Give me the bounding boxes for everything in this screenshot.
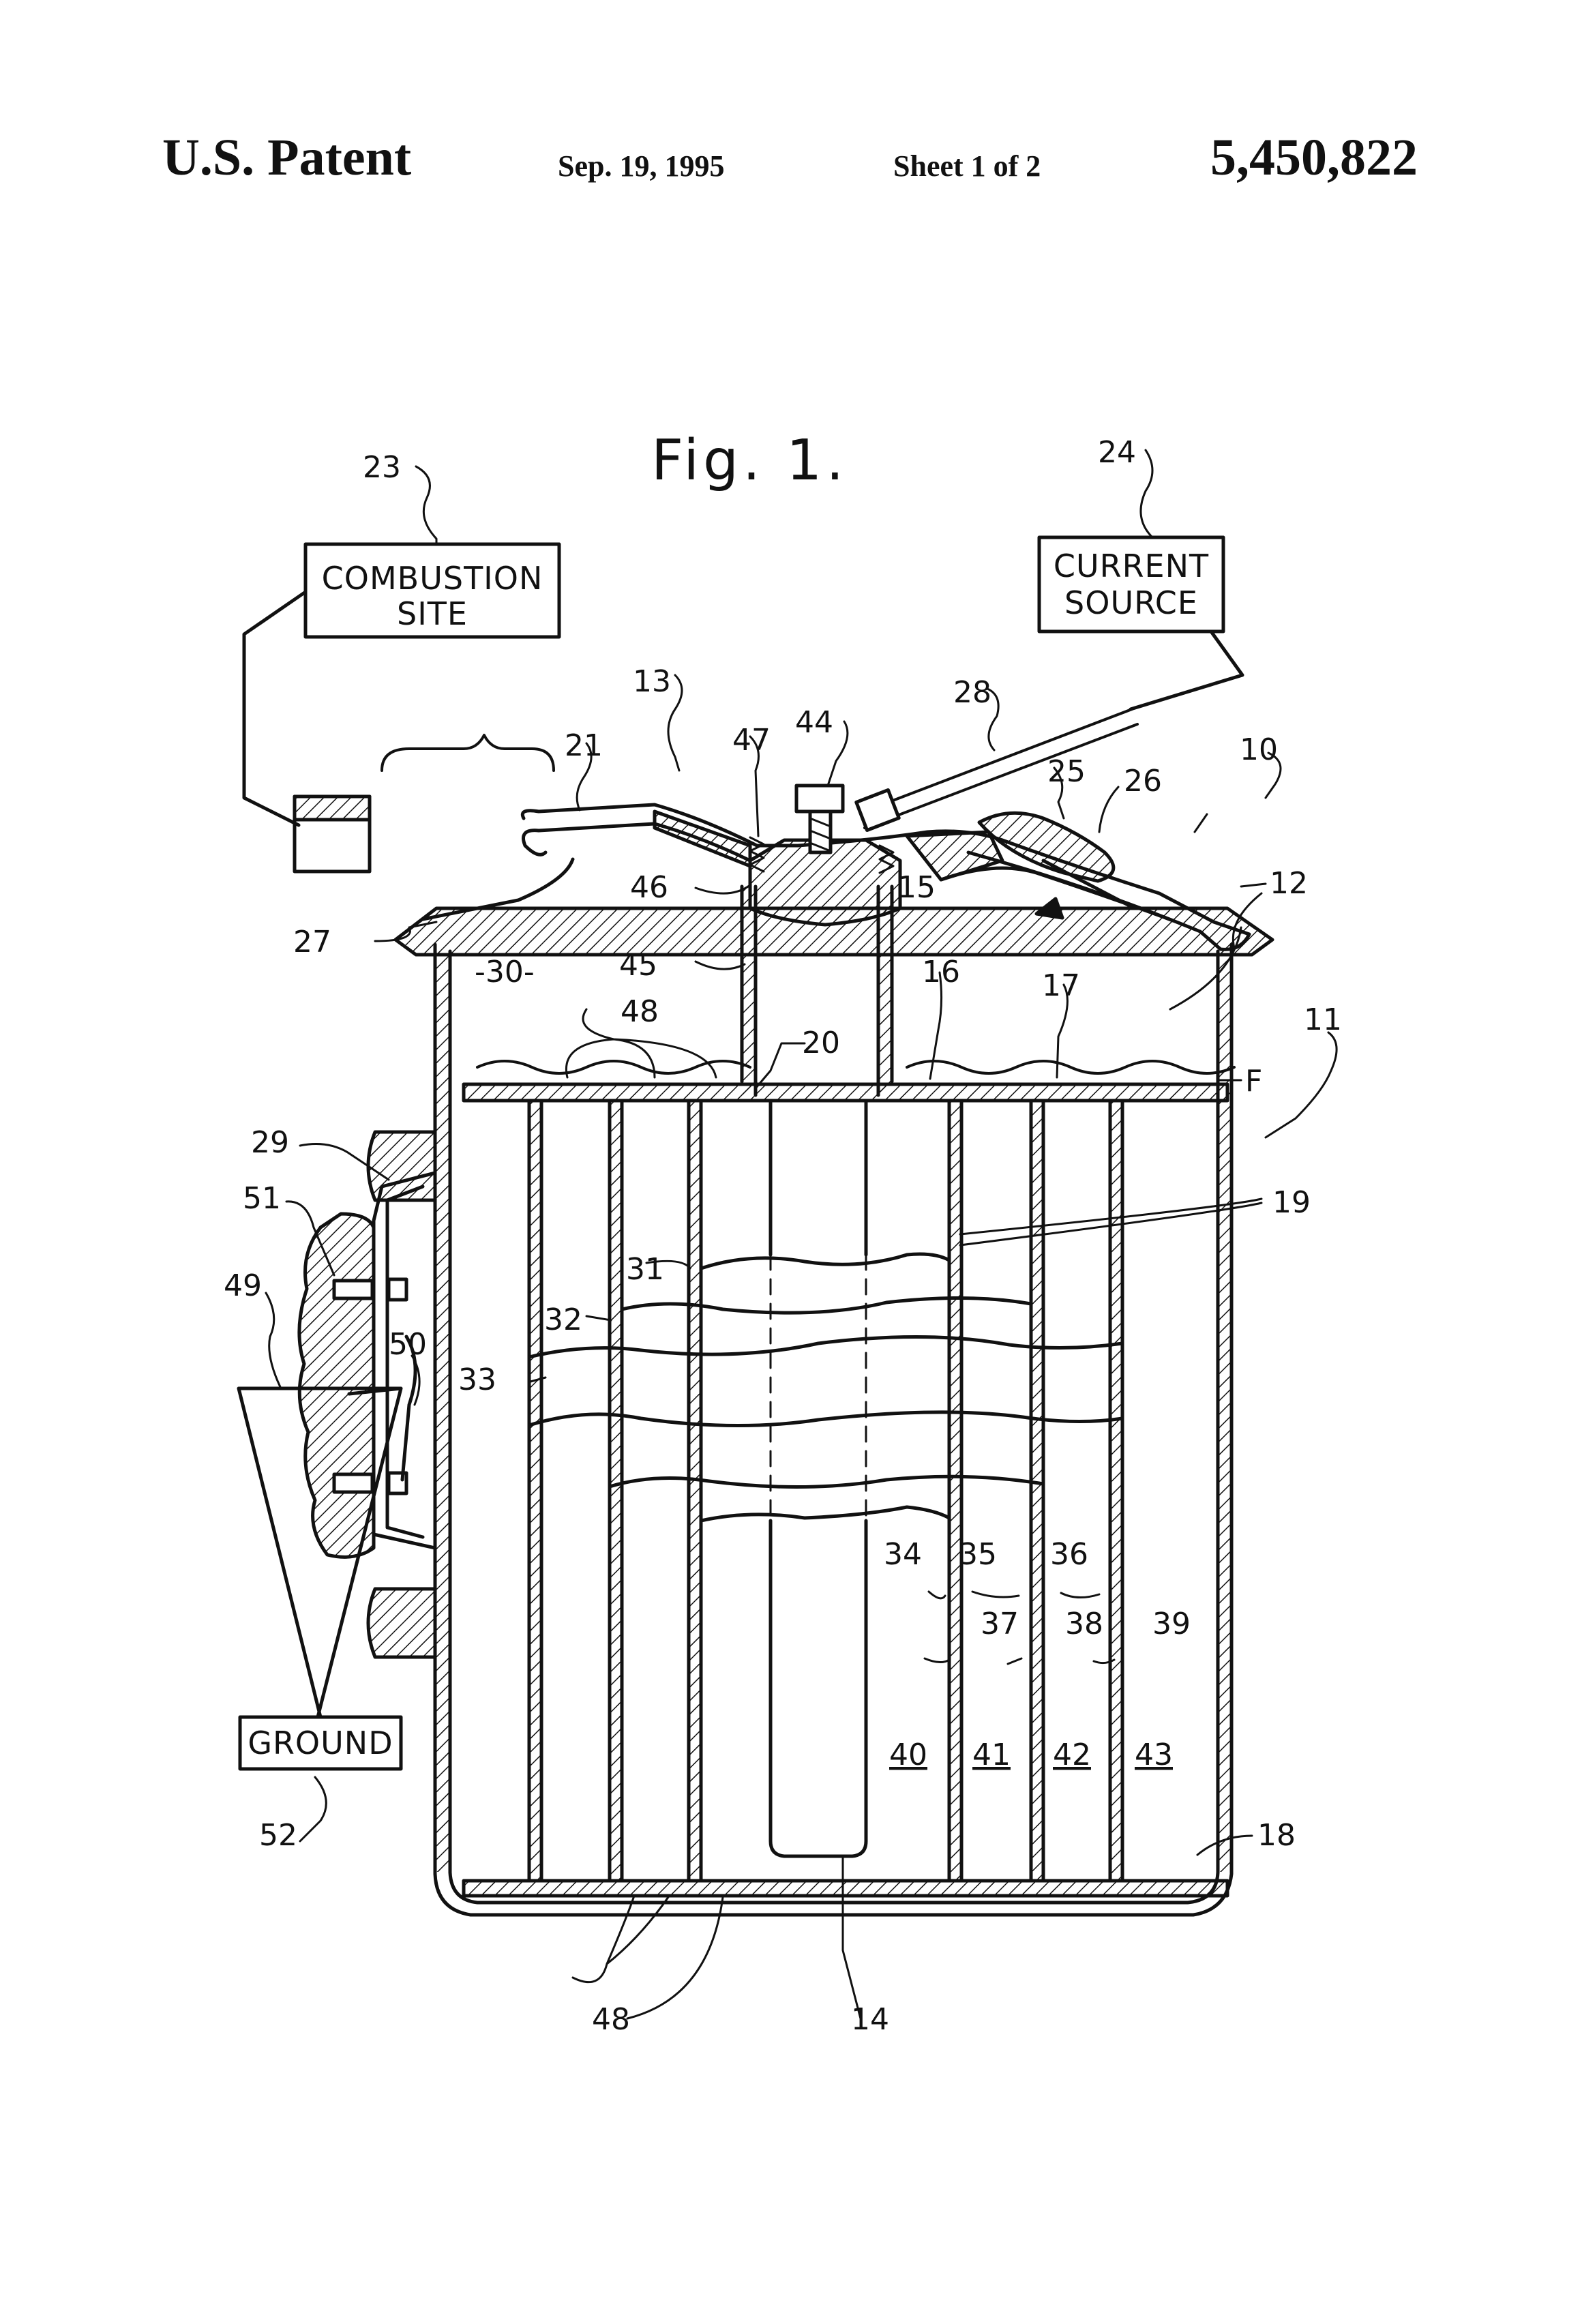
ground-label: GROUND bbox=[248, 1725, 393, 1761]
bolt-44 bbox=[796, 786, 843, 811]
electrode-walls bbox=[529, 1101, 1122, 1881]
ref-15: 15 bbox=[897, 870, 936, 905]
ref-F: F bbox=[1245, 1064, 1262, 1099]
ref-27: 27 bbox=[293, 925, 331, 959]
ref-23: 23 bbox=[363, 450, 401, 485]
wall-49 bbox=[299, 1214, 374, 1557]
center-electrode bbox=[771, 1101, 866, 1856]
ref-21: 21 bbox=[565, 728, 603, 763]
ref-49: 49 bbox=[224, 1268, 262, 1303]
ref-36: 36 bbox=[1050, 1537, 1088, 1572]
ref-39: 39 bbox=[1152, 1607, 1191, 1641]
ref-45: 45 bbox=[619, 948, 657, 983]
ref-17: 17 bbox=[1042, 968, 1080, 1003]
ref-30: -30- bbox=[475, 955, 535, 989]
vent-25 bbox=[979, 813, 1114, 881]
electrolyte-surface bbox=[477, 1061, 1234, 1073]
ref-29: 29 bbox=[251, 1125, 289, 1160]
ref-19: 19 bbox=[1272, 1185, 1311, 1220]
ref-40: 40 bbox=[889, 1738, 927, 1772]
ref-16: 16 bbox=[922, 955, 960, 989]
ref-37: 37 bbox=[981, 1607, 1019, 1641]
insulator-top bbox=[368, 1132, 435, 1200]
ref-44: 44 bbox=[795, 705, 833, 740]
ref-14: 14 bbox=[851, 2002, 889, 2037]
ref-20: 20 bbox=[802, 1026, 840, 1060]
ref-10: 10 bbox=[1240, 732, 1278, 767]
ref-18: 18 bbox=[1257, 1818, 1296, 1853]
ref-31: 31 bbox=[626, 1252, 664, 1287]
ref-46: 46 bbox=[630, 870, 668, 905]
ref-12: 12 bbox=[1270, 866, 1308, 901]
ref-38: 38 bbox=[1065, 1607, 1103, 1641]
ref-24: 24 bbox=[1098, 435, 1136, 470]
ref-48-top: 48 bbox=[621, 994, 659, 1029]
ref-52: 52 bbox=[259, 1818, 297, 1853]
ref-41: 41 bbox=[972, 1738, 1011, 1772]
insulator-bottom bbox=[368, 1589, 435, 1657]
ref-35: 35 bbox=[959, 1537, 997, 1572]
ref-43: 43 bbox=[1135, 1738, 1173, 1772]
ref-34: 34 bbox=[884, 1537, 922, 1572]
outlet-brace bbox=[382, 735, 554, 771]
current-source-label-2: SOURCE bbox=[1064, 584, 1198, 621]
ref-28: 28 bbox=[953, 675, 991, 710]
ref-32: 32 bbox=[544, 1302, 582, 1337]
ref-47: 47 bbox=[732, 723, 771, 758]
ref-50: 50 bbox=[389, 1327, 427, 1362]
ref-26: 26 bbox=[1124, 764, 1162, 799]
lower-plate bbox=[464, 1881, 1227, 1896]
ref-48-bottom: 48 bbox=[592, 2002, 630, 2037]
cable-28 bbox=[861, 709, 1137, 828]
current-source-label-1: CURRENT bbox=[1054, 548, 1209, 584]
combustion-site-label-2: SITE bbox=[397, 595, 468, 632]
breakaway-31 bbox=[701, 1254, 949, 1268]
ref-13: 13 bbox=[633, 664, 671, 699]
combustion-site-label-1: COMBUSTION bbox=[322, 560, 543, 597]
ref-33: 33 bbox=[458, 1362, 496, 1397]
ref-11: 11 bbox=[1304, 1002, 1342, 1037]
ref-25: 25 bbox=[1047, 754, 1086, 789]
current-source-line bbox=[1131, 631, 1242, 709]
housing-rim bbox=[395, 908, 1272, 955]
ref-51: 51 bbox=[243, 1181, 281, 1216]
upper-plate bbox=[464, 1084, 1227, 1101]
combustion-site-line bbox=[244, 592, 305, 825]
ref-42: 42 bbox=[1053, 1738, 1091, 1772]
